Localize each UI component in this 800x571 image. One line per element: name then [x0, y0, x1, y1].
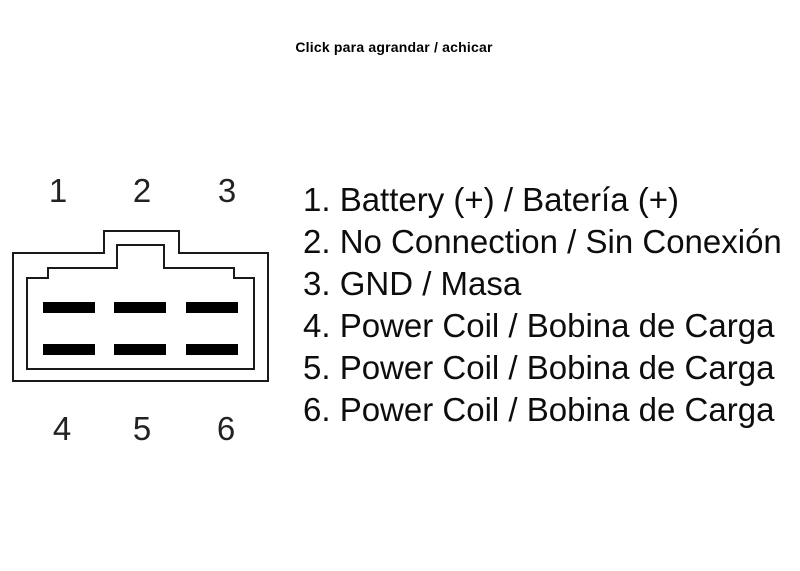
- pin-legend: 1. Battery (+) / Batería (+) 2. No Conne…: [303, 179, 782, 431]
- pin-4-terminal: [43, 344, 95, 355]
- connector-diagram[interactable]: 1 2 3 4 5 6: [0, 150, 290, 450]
- legend-item-1: 1. Battery (+) / Batería (+): [303, 181, 679, 218]
- pin-6-label: 6: [217, 410, 235, 447]
- pin-1-label: 1: [49, 172, 67, 209]
- pin-5-terminal: [114, 344, 166, 355]
- connector-inner-outline: [26, 244, 255, 370]
- pin-3-terminal: [186, 302, 238, 313]
- pin-4-label: 4: [53, 410, 71, 447]
- legend-item-5: 5. Power Coil / Bobina de Carga: [303, 349, 775, 386]
- pin-5-label: 5: [133, 410, 151, 447]
- image-caption: Click para agrandar / achicar: [295, 39, 493, 55]
- pin-3-label: 3: [218, 172, 236, 209]
- legend-item-4: 4. Power Coil / Bobina de Carga: [303, 307, 775, 344]
- pin-6-terminal: [186, 344, 238, 355]
- legend-item-3: 3. GND / Masa: [303, 265, 522, 302]
- pin-1-terminal: [43, 302, 95, 313]
- legend-item-2: 2. No Connection / Sin Conexión: [303, 223, 782, 260]
- pin-2-label: 2: [133, 172, 151, 209]
- pin-2-terminal: [114, 302, 166, 313]
- legend-item-6: 6. Power Coil / Bobina de Carga: [303, 391, 775, 428]
